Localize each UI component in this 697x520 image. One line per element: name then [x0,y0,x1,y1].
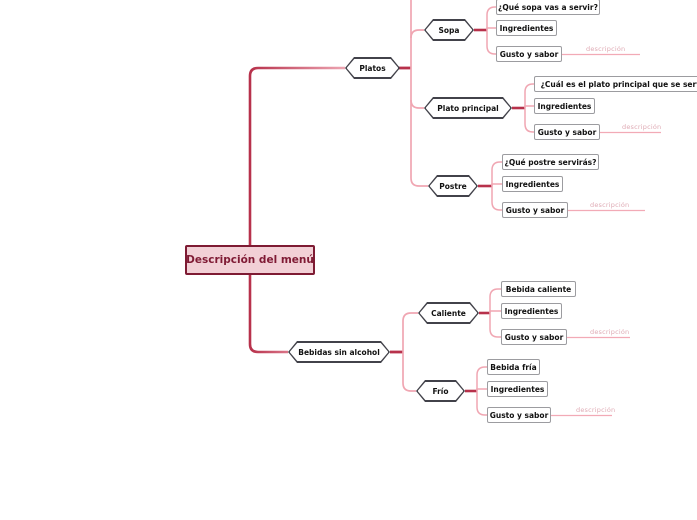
node-postre-ingredientes[interactable]: Ingredientes [502,176,563,192]
edge-root-bebidas [248,273,288,354]
node-caliente-gusto[interactable]: Gusto y sabor [501,329,567,345]
node-sopa[interactable]: Sopa [424,19,474,41]
node-label: Bebidas sin alcohol [298,347,380,357]
edge-bebidas-caliente [402,312,418,352]
hexagon-fill [426,99,511,118]
node-caliente[interactable]: Caliente [418,302,479,324]
node-frio-gusto[interactable]: Gusto y sabor [487,407,551,423]
root-node[interactable]: Descripción del menú [185,245,315,275]
edge-pp-taste [524,108,535,133]
edge-bebidas-frio [402,352,416,392]
edge-sopa-q [486,6,497,30]
hexagon-fill [420,304,478,323]
hexagon-fill [430,177,477,196]
node-label: Caliente [431,308,466,318]
edge-platos-sopa [410,29,424,39]
node-plato-principal-question[interactable]: ¿Cuál es el plato principal que se servi… [534,76,697,92]
edge-postre-ing [491,183,503,186]
edge-sopa-ing [486,27,497,30]
hexagon-fill [426,21,473,40]
placeholder-descripcion-plato-principal[interactable]: descripción [622,123,662,131]
edge-caliente-taste [489,313,502,338]
trunk-platos [410,0,428,187]
node-sopa-gusto[interactable]: Gusto y sabor [496,46,562,62]
node-caliente-bebida[interactable]: Bebida caliente [501,281,576,297]
node-sopa-question[interactable]: ¿Qué sopa vas a servir? [496,0,600,15]
node-bebidas-sin-alcohol[interactable]: Bebidas sin alcohol [288,341,390,363]
node-postre[interactable]: Postre [428,175,478,197]
edge-postre-taste [491,186,503,211]
edge-pp-ing [524,105,535,108]
hexagon-fill [418,382,464,401]
edge-frio-taste [476,391,488,416]
node-label: Plato principal [437,103,499,113]
node-label: Frío [432,386,449,396]
edge-root-platos [248,66,345,247]
node-postre-gusto[interactable]: Gusto y sabor [502,202,568,218]
node-frio-ingredientes[interactable]: Ingredientes [487,381,548,397]
node-sopa-ingredientes[interactable]: Ingredientes [496,20,557,36]
node-label: Platos [359,63,386,73]
node-caliente-ingredientes[interactable]: Ingredientes [501,303,562,319]
placeholder-descripcion-sopa[interactable]: descripción [586,45,626,53]
placeholder-descripcion-postre[interactable]: descripción [590,201,630,209]
edge-caliente-q [489,288,502,313]
node-postre-question[interactable]: ¿Qué postre servirás? [502,154,599,170]
node-plato-principal-ingredientes[interactable]: Ingredientes [534,98,595,114]
edge-caliente-ing [489,310,502,313]
placeholder-descripcion-caliente[interactable]: descripción [590,328,630,336]
hexagon-fill [290,343,389,362]
node-platos[interactable]: Platos [345,57,400,79]
edge-platos-plato-principal [410,99,424,109]
hexagon-fill [347,59,399,78]
edge-pp-q [524,83,535,108]
node-plato-principal[interactable]: Plato principal [424,97,512,119]
node-label: Sopa [438,25,460,35]
node-frio-bebida[interactable]: Bebida fría [487,359,540,375]
edge-sopa-taste [486,30,497,55]
node-frio[interactable]: Frío [416,380,465,402]
edge-frio-ing [476,388,488,391]
node-label: Postre [439,181,467,191]
node-plato-principal-gusto[interactable]: Gusto y sabor [534,124,600,140]
edge-frio-q [476,366,488,391]
edge-postre-q [491,161,503,186]
placeholder-descripcion-frio[interactable]: descripción [576,406,616,414]
